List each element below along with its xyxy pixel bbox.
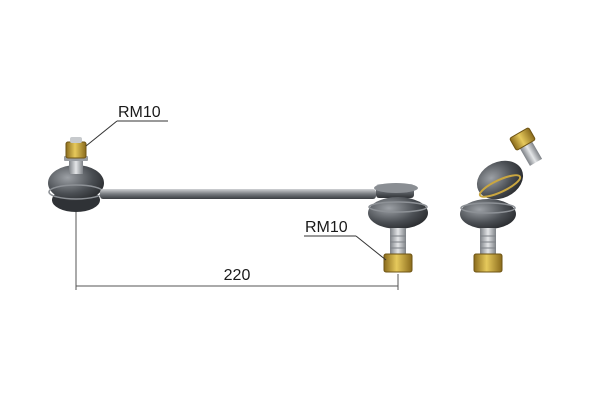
left-ball-joint xyxy=(48,137,104,212)
side-nut-upper xyxy=(509,127,536,151)
right-ball-joint xyxy=(368,183,428,273)
left-housing xyxy=(48,165,104,201)
connecting-rod xyxy=(100,189,376,199)
side-view-ball-joint xyxy=(460,127,543,273)
left-stud xyxy=(69,160,83,174)
dimension-value: 220 xyxy=(224,267,251,284)
left-stud-tip xyxy=(70,137,82,143)
side-socket-ring xyxy=(478,174,522,198)
side-housing xyxy=(460,199,516,229)
right-housing xyxy=(368,197,428,229)
callout-right-leader xyxy=(355,235,387,261)
side-nut-lower xyxy=(473,253,503,273)
dimension-length: 220 xyxy=(75,212,399,290)
callout-right-label: RM10 xyxy=(305,219,348,236)
callout-left: RM10 xyxy=(85,104,168,147)
side-housing-ring xyxy=(460,202,516,214)
right-housing-top xyxy=(374,183,418,193)
left-nut xyxy=(65,141,87,159)
right-nut xyxy=(383,253,413,273)
callout-right: RM10 xyxy=(304,219,387,261)
callout-left-label: RM10 xyxy=(118,104,161,121)
callout-left-leader xyxy=(85,120,118,147)
right-housing-ring xyxy=(368,201,428,213)
